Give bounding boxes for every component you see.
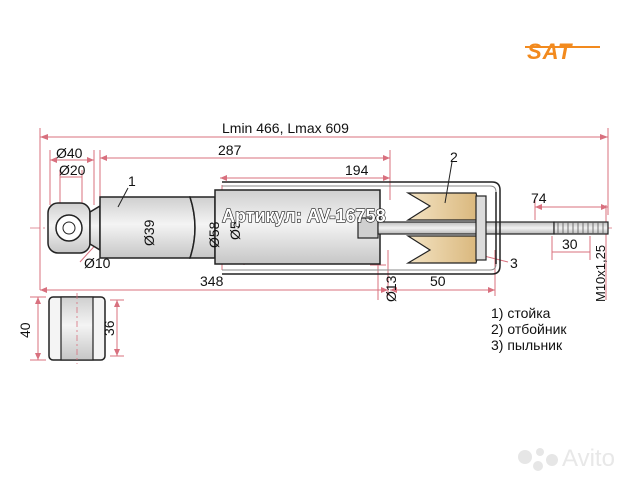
dimension-labels: Lmin 466, Lmax 609 Ø40 Ø20 287 194 74 30… (17, 120, 608, 338)
logo-text: SAT (527, 39, 573, 64)
legend-item-strut: 1) стойка (491, 305, 551, 321)
dia-5x-label: Ø5 (227, 221, 243, 240)
parts-legend: 1) стойка 2) отбойник 3) пыльник (491, 305, 567, 353)
legend-item-bump-stop: 2) отбойник (491, 321, 567, 337)
dia-20-label: Ø20 (59, 162, 86, 178)
height-40-label: 40 (17, 322, 33, 338)
callout-leaders (117, 161, 453, 208)
len-287-label: 287 (218, 142, 242, 158)
bump-stop (405, 192, 487, 264)
len-50-label: 50 (430, 273, 446, 289)
dia-40-label: Ø40 (56, 145, 83, 161)
strut-body (47, 189, 609, 265)
len-30-label: 30 (562, 236, 578, 252)
avito-watermark: Avito (518, 445, 615, 472)
dia-13-label: Ø13 (383, 275, 399, 302)
length-label: Lmin 466, Lmax 609 (222, 120, 349, 136)
len-348-label: 348 (200, 273, 224, 289)
callout-numbers: 1 2 3 (128, 149, 518, 271)
article-number: Артикул: AV-16758 (222, 206, 386, 226)
dimension-arrows (35, 134, 608, 360)
dia-58-label: Ø58 (206, 221, 222, 248)
sat-logo: SAT (525, 39, 600, 64)
thread-label: M10x1,25 (593, 245, 608, 302)
height-36-label: 36 (101, 320, 117, 336)
dia-10-label: Ø10 (84, 255, 111, 271)
len-194-label: 194 (345, 162, 369, 178)
callout-3: 3 (510, 255, 518, 271)
avito-dots-icon (518, 448, 558, 471)
callout-1: 1 (128, 173, 136, 189)
callout-2: 2 (450, 149, 458, 165)
dust-boot (222, 181, 501, 275)
dia-39-label: Ø39 (141, 219, 157, 246)
legend-item-boot: 3) пыльник (491, 337, 563, 353)
avito-text: Avito (562, 445, 615, 472)
len-74-label: 74 (531, 190, 547, 206)
eye-side-view (48, 293, 106, 364)
